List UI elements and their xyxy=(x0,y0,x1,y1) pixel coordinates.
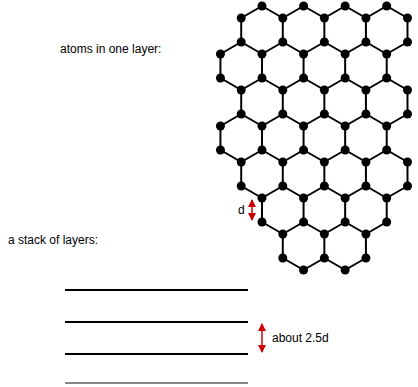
layer-line xyxy=(65,353,248,355)
carbon-atom xyxy=(382,194,391,203)
carbon-atom xyxy=(237,38,246,47)
carbon-atom xyxy=(258,2,267,11)
carbon-atom xyxy=(403,110,412,119)
carbon-atom xyxy=(361,158,370,167)
carbon-atom xyxy=(278,254,287,263)
carbon-atom xyxy=(341,122,350,131)
carbon-atom xyxy=(403,14,412,23)
carbon-atom xyxy=(278,110,287,119)
carbon-atom xyxy=(403,158,412,167)
carbon-atom xyxy=(299,218,308,227)
carbon-atom xyxy=(216,146,225,155)
carbon-atom xyxy=(299,50,308,59)
carbon-atom xyxy=(258,194,267,203)
layer-line xyxy=(65,289,248,291)
spacing-dimension-arrow xyxy=(261,324,263,352)
carbon-atom xyxy=(382,74,391,83)
carbon-atom xyxy=(278,38,287,47)
carbon-atom xyxy=(341,50,350,59)
carbon-atom xyxy=(299,266,308,275)
carbon-atom xyxy=(361,86,370,95)
carbon-atom xyxy=(341,218,350,227)
carbon-atom xyxy=(278,14,287,23)
carbon-atom xyxy=(382,146,391,155)
carbon-atom xyxy=(341,146,350,155)
carbon-atom xyxy=(361,230,370,239)
section-label: atoms in one layer: xyxy=(60,42,161,56)
carbon-atom xyxy=(299,146,308,155)
carbon-atom xyxy=(258,122,267,131)
carbon-atom xyxy=(403,182,412,191)
carbon-atom xyxy=(237,110,246,119)
carbon-atom xyxy=(341,266,350,275)
carbon-atom xyxy=(320,110,329,119)
carbon-atom xyxy=(237,14,246,23)
carbon-atom xyxy=(237,182,246,191)
carbon-atom xyxy=(216,74,225,83)
carbon-atom xyxy=(320,182,329,191)
carbon-atom xyxy=(216,50,225,59)
layer-line xyxy=(65,321,248,323)
carbon-atom xyxy=(299,122,308,131)
carbon-atom xyxy=(361,14,370,23)
carbon-atom xyxy=(299,74,308,83)
carbon-atom xyxy=(258,74,267,83)
carbon-atom xyxy=(382,218,391,227)
d-dimension-arrow xyxy=(251,200,253,220)
carbon-atom xyxy=(278,158,287,167)
carbon-atom xyxy=(278,86,287,95)
carbon-atom xyxy=(299,194,308,203)
carbon-atom xyxy=(403,86,412,95)
carbon-atom xyxy=(361,110,370,119)
carbon-atom xyxy=(361,38,370,47)
dimension-label: d xyxy=(238,203,245,217)
carbon-atom xyxy=(320,158,329,167)
carbon-atom xyxy=(299,2,308,11)
layer-line xyxy=(65,382,248,384)
carbon-atom xyxy=(237,86,246,95)
carbon-atom xyxy=(341,74,350,83)
carbon-atom xyxy=(258,146,267,155)
carbon-atom xyxy=(320,14,329,23)
carbon-atom xyxy=(382,2,391,11)
carbon-atom xyxy=(382,122,391,131)
carbon-atom xyxy=(278,230,287,239)
carbon-atom xyxy=(341,2,350,11)
carbon-atom xyxy=(382,50,391,59)
carbon-atom xyxy=(320,86,329,95)
carbon-atom xyxy=(320,254,329,263)
carbon-atom xyxy=(361,182,370,191)
carbon-atom xyxy=(258,218,267,227)
dimension-label: about 2.5d xyxy=(272,331,329,345)
carbon-atom xyxy=(278,182,287,191)
carbon-atom xyxy=(216,122,225,131)
hexagonal-lattice xyxy=(216,2,412,275)
section-label: a stack of layers: xyxy=(8,233,98,247)
carbon-atom xyxy=(258,50,267,59)
carbon-atom xyxy=(237,158,246,167)
carbon-atom xyxy=(341,194,350,203)
carbon-atom xyxy=(361,254,370,263)
carbon-atom xyxy=(320,38,329,47)
carbon-atom xyxy=(320,230,329,239)
carbon-atom xyxy=(403,38,412,47)
